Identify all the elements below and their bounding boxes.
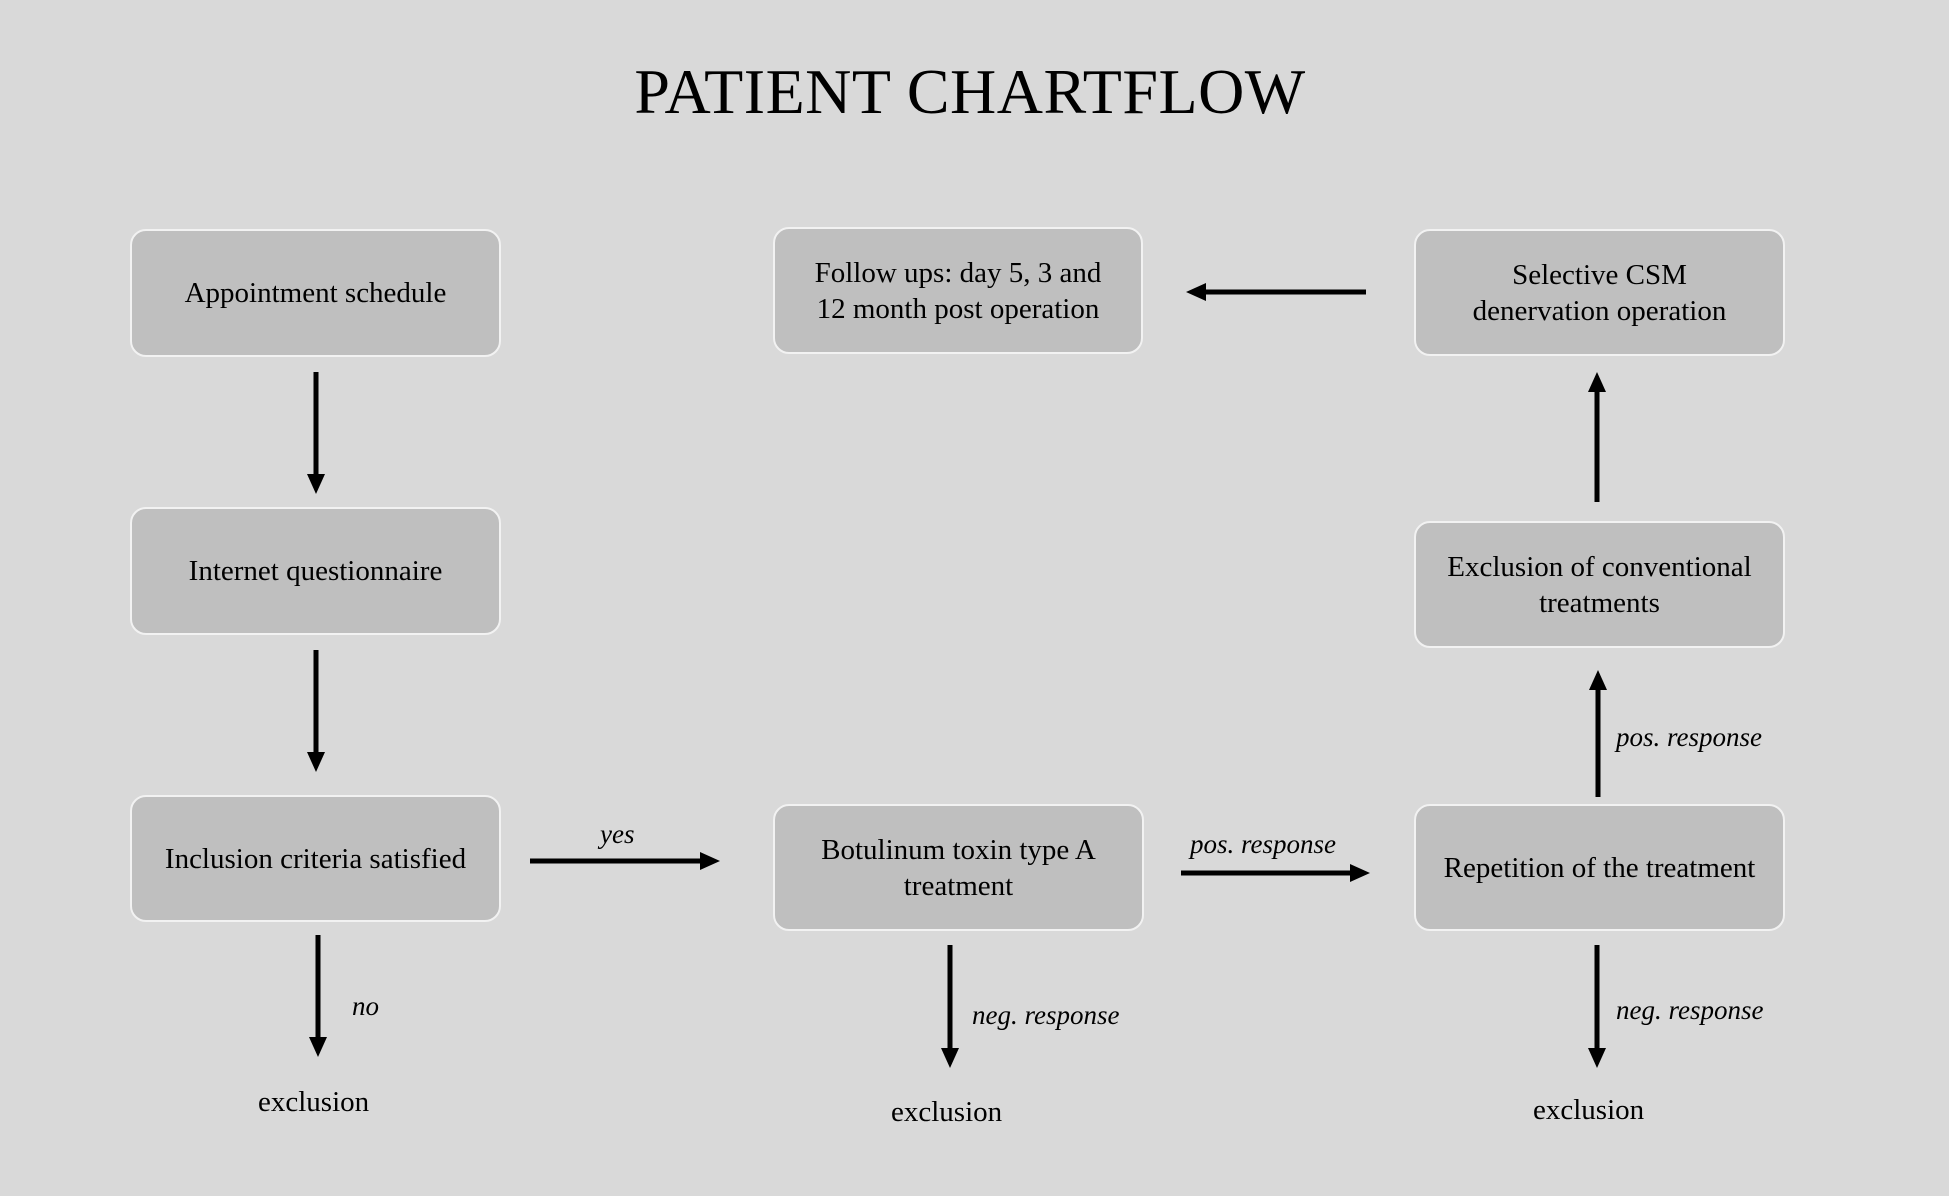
edge-label-botulinum-neg: neg. response [972,1000,1120,1030]
edge-label-repetition-neg: neg. response [1616,995,1764,1025]
box-appointment-schedule: Appointment schedule [130,229,501,357]
box-appointment-schedule-label: Appointment schedule [184,277,447,309]
edge-label-yes: yes [600,819,635,849]
box-csm-operation-label: Selective CSM denervation operation [1472,258,1727,327]
edge-label-no: no [352,991,379,1021]
box-internet-questionnaire-label: Internet questionnaire [188,555,443,587]
terminal-exclusion-1: exclusion [258,1086,370,1118]
edge-label-botulinum-pos: pos. response [1190,829,1336,859]
terminal-exclusion-2: exclusion [891,1096,1003,1128]
box-exclusion-conventional: Exclusion of conventional treatments [1414,521,1785,648]
box-botulinum-treatment-label: Botulinum toxin type A treatment [821,833,1096,902]
box-internet-questionnaire: Internet questionnaire [130,507,501,635]
edge-label-repetition-pos: pos. response [1616,722,1762,752]
terminal-exclusion-3: exclusion [1533,1094,1645,1126]
box-exclusion-conventional-label: Exclusion of conventional treatments [1447,550,1752,619]
page-title: PATIENT CHARTFLOW [634,56,1306,127]
box-follow-ups: Follow ups: day 5, 3 and 12 month post o… [773,227,1143,354]
box-inclusion-criteria-label: Inclusion criteria satisfied [164,842,467,875]
box-inclusion-criteria: Inclusion criteria satisfied [130,795,501,922]
box-csm-operation: Selective CSM denervation operation [1414,229,1785,356]
box-follow-ups-label: Follow ups: day 5, 3 and 12 month post o… [814,256,1102,325]
box-botulinum-treatment: Botulinum toxin type A treatment [773,804,1144,931]
box-repetition-treatment: Repetition of the treatment [1414,804,1785,931]
box-repetition-treatment-label: Repetition of the treatment [1443,851,1756,884]
